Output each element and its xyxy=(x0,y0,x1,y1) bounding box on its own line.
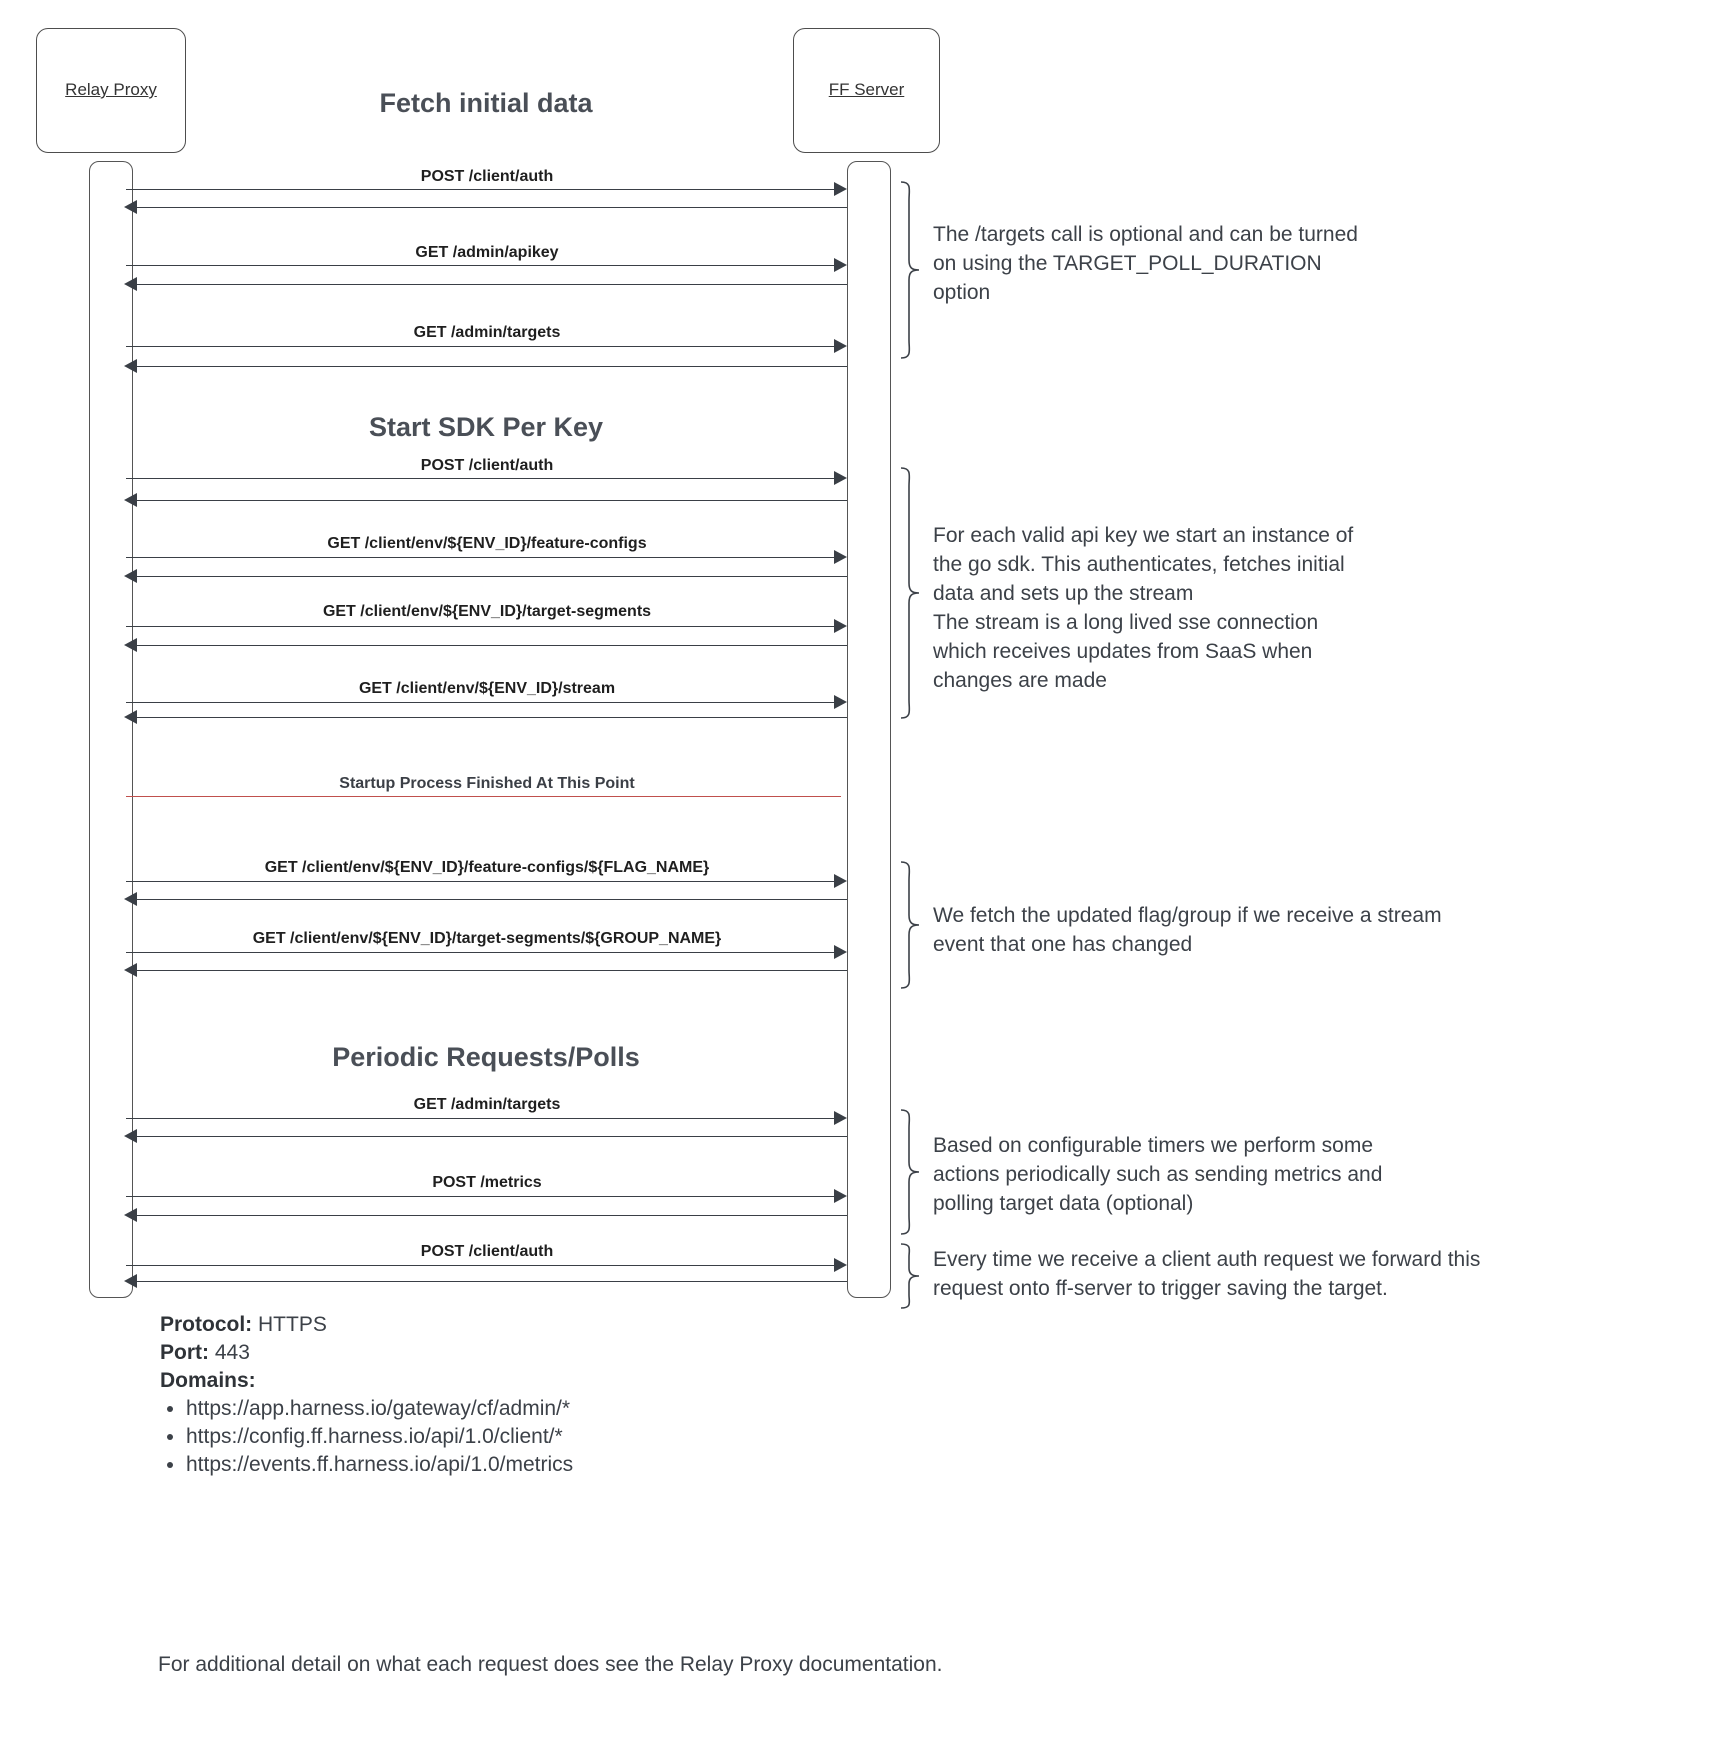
arrow-right-icon-8 xyxy=(834,874,847,888)
note-client-auth-forward: Every time we receive a client auth requ… xyxy=(933,1248,1481,1300)
message-label-get-admin-apikey: GET /admin/apikey xyxy=(415,244,559,261)
participant-box-ff-server[interactable] xyxy=(793,28,940,153)
brace-icon-4 xyxy=(899,1108,921,1236)
arrow-left-icon-3 xyxy=(124,359,137,373)
legend-domains-key: Domains: xyxy=(160,1369,256,1392)
arrow-right-icon-12 xyxy=(834,1258,847,1272)
brace-icon-3 xyxy=(899,860,921,990)
note-targets-optional: The /targets call is optional and can be… xyxy=(933,223,1358,304)
legend-protocol-row: Protocol: HTTPS xyxy=(160,1311,573,1339)
divider-line-startup-finished xyxy=(126,796,841,797)
message-line-request-3 xyxy=(126,346,841,347)
message-line-request-6 xyxy=(126,626,841,627)
message-label-get-feature-config-flag: GET /client/env/${ENV_ID}/feature-config… xyxy=(264,859,710,876)
message-label-get-admin-targets-1: GET /admin/targets xyxy=(413,324,561,341)
message-line-response-2 xyxy=(137,284,847,285)
arrow-right-icon-9 xyxy=(834,945,847,959)
legend-protocol-value: HTTPS xyxy=(258,1313,327,1336)
message-line-response-5 xyxy=(137,576,847,577)
message-line-response-9 xyxy=(137,970,847,971)
legend-domains-row: Domains: xyxy=(160,1367,573,1395)
arrow-left-icon-8 xyxy=(124,892,137,906)
brace-icon-5 xyxy=(899,1242,921,1310)
arrow-right-icon-3 xyxy=(834,339,847,353)
participant-label-relay-proxy: Relay Proxy xyxy=(65,80,157,99)
divider-label-startup-finished: Startup Process Finished At This Point xyxy=(339,775,635,792)
arrow-left-icon-2 xyxy=(124,277,137,291)
brace-icon-1 xyxy=(899,180,921,360)
message-line-response-6 xyxy=(137,645,847,646)
legend-domains-list: https://app.harness.io/gateway/cf/admin/… xyxy=(160,1395,573,1479)
arrow-left-icon-6 xyxy=(124,638,137,652)
list-item: https://config.ff.harness.io/api/1.0/cli… xyxy=(186,1423,573,1451)
message-label-get-target-segment-group: GET /client/env/${ENV_ID}/target-segment… xyxy=(252,930,722,947)
message-label-post-client-auth-1: POST /client/auth xyxy=(420,168,554,185)
note-fetch-updated-flag: We fetch the updated flag/group if we re… xyxy=(933,904,1442,956)
message-line-request-2 xyxy=(126,265,841,266)
note-configurable-timers: Based on configurable timers we perform … xyxy=(933,1134,1383,1215)
message-line-request-4 xyxy=(126,478,841,479)
message-line-request-10 xyxy=(126,1118,841,1119)
legend-block: Protocol: HTTPS Port: 443 Domains: https… xyxy=(160,1311,573,1479)
legend-port-key: Port: xyxy=(160,1341,209,1364)
message-line-request-8 xyxy=(126,881,841,882)
message-label-get-admin-targets-2: GET /admin/targets xyxy=(413,1096,561,1113)
message-line-response-3 xyxy=(137,366,847,367)
arrow-right-icon-2 xyxy=(834,258,847,272)
message-line-response-4 xyxy=(137,500,847,501)
arrow-left-icon-7 xyxy=(124,710,137,724)
brace-icon-2 xyxy=(899,466,921,720)
legend-port-row: Port: 443 xyxy=(160,1339,573,1367)
lifeline-relay-proxy xyxy=(89,161,133,1298)
message-line-request-5 xyxy=(126,557,841,558)
arrow-right-icon-1 xyxy=(834,182,847,196)
message-line-response-10 xyxy=(137,1136,847,1137)
arrow-left-icon-11 xyxy=(124,1208,137,1222)
list-item: https://app.harness.io/gateway/cf/admin/… xyxy=(186,1395,573,1423)
message-line-response-7 xyxy=(137,717,847,718)
legend-port-value: 443 xyxy=(214,1341,250,1364)
arrow-right-icon-10 xyxy=(834,1111,847,1125)
arrow-left-icon-9 xyxy=(124,963,137,977)
message-label-post-client-auth-2: POST /client/auth xyxy=(420,457,554,474)
arrow-left-icon-10 xyxy=(124,1129,137,1143)
section-title-fetch-initial-data: Fetch initial data xyxy=(379,88,593,118)
lifeline-ff-server xyxy=(847,161,891,1298)
participant-label-ff-server: FF Server xyxy=(828,80,905,99)
message-line-request-9 xyxy=(126,952,841,953)
arrow-right-icon-6 xyxy=(834,619,847,633)
note-sdk-per-key: For each valid api key we start an insta… xyxy=(933,524,1354,692)
message-line-request-7 xyxy=(126,702,841,703)
arrow-right-icon-4 xyxy=(834,471,847,485)
message-label-post-client-auth-3: POST /client/auth xyxy=(420,1243,554,1260)
arrow-right-icon-5 xyxy=(834,550,847,564)
section-title-periodic-requests: Periodic Requests/Polls xyxy=(332,1042,640,1072)
message-line-response-8 xyxy=(137,899,847,900)
arrow-left-icon-12 xyxy=(124,1274,137,1288)
footer-documentation-note: For additional detail on what each reque… xyxy=(158,1653,943,1676)
section-title-start-sdk-per-key: Start SDK Per Key xyxy=(368,412,604,442)
message-label-get-target-segments: GET /client/env/${ENV_ID}/target-segment… xyxy=(322,603,652,620)
arrow-right-icon-11 xyxy=(834,1189,847,1203)
list-item: https://events.ff.harness.io/api/1.0/met… xyxy=(186,1451,573,1479)
message-line-response-1 xyxy=(137,207,847,208)
message-line-response-12 xyxy=(137,1281,847,1282)
arrow-left-icon-4 xyxy=(124,493,137,507)
message-label-get-feature-configs: GET /client/env/${ENV_ID}/feature-config… xyxy=(327,535,647,552)
message-line-request-12 xyxy=(126,1265,841,1266)
message-label-get-stream: GET /client/env/${ENV_ID}/stream xyxy=(358,680,616,697)
legend-protocol-key: Protocol: xyxy=(160,1313,253,1336)
arrow-right-icon-7 xyxy=(834,695,847,709)
message-label-post-metrics: POST /metrics xyxy=(432,1174,542,1191)
message-line-request-1 xyxy=(126,189,841,190)
message-line-response-11 xyxy=(137,1215,847,1216)
arrow-left-icon-1 xyxy=(124,200,137,214)
message-line-request-11 xyxy=(126,1196,841,1197)
participant-box-relay-proxy[interactable] xyxy=(36,28,186,153)
arrow-left-icon-5 xyxy=(124,569,137,583)
